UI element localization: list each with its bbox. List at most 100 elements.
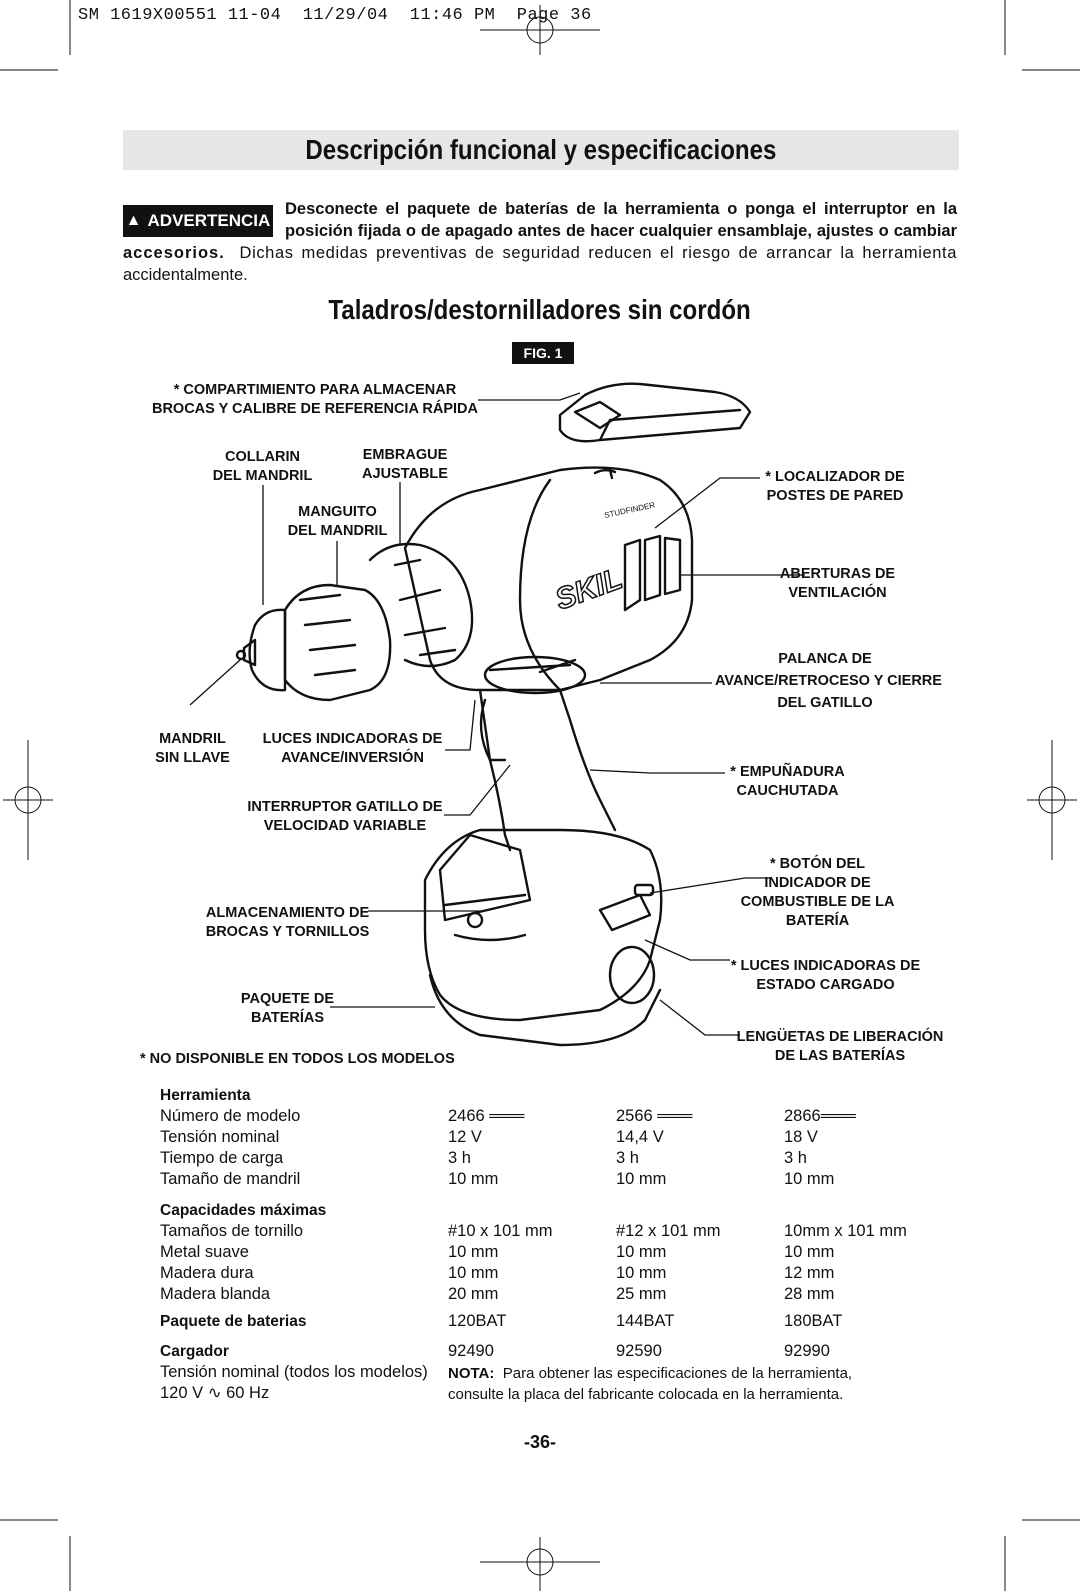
- spec-tool-value: 10 mm: [784, 1170, 835, 1188]
- spec-tool-value: 2466 ═══: [448, 1107, 525, 1125]
- spec-tool-value: 2866═══: [784, 1107, 856, 1125]
- spec-note: NOTA: Para obtener las especificaciones …: [448, 1362, 852, 1405]
- spec-charger-v2: 92990: [784, 1342, 830, 1360]
- spec-cap-value: #10 x 101 mm: [448, 1222, 553, 1240]
- label-trigger: INTERRUPTOR GATILLO DE VELOCIDAD VARIABL…: [247, 799, 443, 834]
- spec-charger-v0: 92490: [448, 1342, 494, 1360]
- spec-tool-rows: Número de modelo 2466 ═══ 2566 ═══ 2866═══ T…: [160, 1106, 960, 1190]
- spec-tool-value: 10 mm: [616, 1170, 667, 1188]
- spec-tool-label: Tamaño de mandril: [160, 1170, 301, 1188]
- studfinder-logo: STUDFINDER: [604, 500, 657, 520]
- spec-note-bold: NOTA:: [448, 1365, 495, 1382]
- spec-tool-label: Tensión nominal: [160, 1128, 280, 1146]
- label-battery-pack: PAQUETE DE BATERÍAS: [240, 991, 335, 1026]
- spec-cap-label: Metal suave: [160, 1243, 249, 1261]
- label-direction-lever: PALANCA DE AVANCE/RETROCESO Y CIERRE DEL…: [715, 651, 942, 711]
- spec-note-text-1: Para obtener las especificaciones de la …: [502, 1365, 853, 1382]
- spec-cap-value: 25 mm: [616, 1285, 667, 1303]
- spec-note-line-2: consulte la placa del fabricante colocad…: [448, 1386, 844, 1403]
- label-fuel-button: * BOTÓN DEL INDICADOR DE COMBUSTIBLE DE …: [740, 856, 895, 929]
- spec-charger-voltage-value: 120 V ∿ 60 Hz: [160, 1384, 270, 1402]
- page-number: -36-: [523, 1432, 556, 1452]
- spec-tool-value: 3 h: [448, 1149, 471, 1167]
- spec-cap-value: #12 x 101 mm: [616, 1222, 721, 1240]
- spec-note-line-1: NOTA: Para obtener las especificaciones …: [448, 1363, 852, 1384]
- spec-tool-value: 12 V: [448, 1128, 482, 1146]
- brand-logo: SKIL: [551, 562, 627, 616]
- spec-battery-row: Paquete de baterias 120BAT 144BAT 180BAT: [160, 1311, 960, 1332]
- spec-tool-value: 2566 ═══: [616, 1107, 693, 1125]
- warning-text-bold: Desconecte el paquete de baterías de la …: [285, 198, 957, 242]
- spec-tool-row: Número de modelo 2466 ═══ 2566 ═══ 2866═══: [160, 1106, 960, 1127]
- spec-cap-value: 10 mm: [784, 1243, 835, 1261]
- spec-cap-header: Capacidades máximas: [160, 1202, 327, 1219]
- label-not-available: * NO DISPONIBLE EN TODOS LOS MODELOS: [140, 1051, 455, 1067]
- spec-tool-row: Tiempo de carga 3 h 3 h 3 h: [160, 1148, 960, 1169]
- warning-badge-label: ADVERTENCIA: [147, 211, 271, 230]
- label-charge-lights: * LUCES INDICADORAS DE ESTADO CARGADO: [730, 958, 921, 993]
- warning-triangle-icon: ▲: [125, 212, 142, 229]
- spec-cap-value: 28 mm: [784, 1285, 835, 1303]
- spec-cap-value: 10 mm: [616, 1243, 667, 1261]
- spec-cap-row: Tamaños de tornillo #10 x 101 mm #12 x 101…: [160, 1221, 960, 1242]
- spec-battery-v2: 180BAT: [784, 1312, 843, 1330]
- label-fwd-rev-lights: LUCES INDICADORAS DE AVANCE/INVERSIÓN: [262, 731, 443, 766]
- spec-cap-value: 10 mm: [448, 1264, 499, 1282]
- label-clutch: EMBRAGUE AJUSTABLE: [362, 447, 448, 482]
- spec-tool-value: 3 h: [616, 1149, 639, 1167]
- warning-line-3: accesorios. Dichas medidas preventivas d…: [123, 242, 957, 264]
- warning-line-2: posición fijada o de apagado antes de ha…: [285, 222, 957, 240]
- label-release-tabs: LENGÜETAS DE LIBERACIÓN DE LAS BATERÍAS: [736, 1029, 944, 1064]
- spec-battery-label: Paquete de baterias: [160, 1313, 307, 1330]
- spec-cap-value: 12 mm: [784, 1264, 835, 1282]
- spec-charger-label: Cargador: [160, 1343, 229, 1360]
- subtitle-text: Taladros/destornilladores sin cordón: [328, 294, 752, 325]
- spec-tool-label: Tiempo de carga: [160, 1149, 284, 1167]
- spec-cap-value: 20 mm: [448, 1285, 499, 1303]
- print-slug: SM 1619X00551 11-04 11/29/04 11:46 PM Pa…: [78, 6, 592, 25]
- spec-cap-label: Madera blanda: [160, 1285, 271, 1303]
- spec-charger-row: Cargador 92490 92590 92990: [160, 1341, 960, 1362]
- spec-tool-label: Número de modelo: [160, 1107, 301, 1125]
- label-chuck-sleeve: MANGUITO DEL MANDRIL: [287, 504, 388, 539]
- label-grip: * EMPUÑADURA CAUCHUTADA: [730, 764, 845, 799]
- warning-line-3-bold: accesorios.: [123, 244, 225, 262]
- spec-battery-v0: 120BAT: [448, 1312, 507, 1330]
- spec-tool-row: Tensión nominal 12 V 14,4 V 18 V: [160, 1127, 960, 1148]
- spec-tool-value: 3 h: [784, 1149, 807, 1167]
- label-vents: ABERTURAS DE VENTILACIÓN: [779, 566, 896, 601]
- spec-cap-label: Madera dura: [160, 1264, 254, 1282]
- warning-line-1: Desconecte el paquete de baterías de la …: [285, 200, 957, 218]
- specs-table: Herramienta Número de modelo 2466 ═══ 2566…: [160, 1085, 960, 1405]
- spec-tool-row: Tamaño de mandril 10 mm 10 mm 10 mm: [160, 1169, 960, 1190]
- label-chuck-collar: COLLARIN DEL MANDRIL: [212, 449, 313, 484]
- spec-charger-voltage: Tensión nominal (todos los modelos) 120 …: [160, 1362, 448, 1405]
- spec-cap-rows: Tamaños de tornillo #10 x 101 mm #12 x 101…: [160, 1221, 960, 1305]
- warning-line-3-rest: Dichas medidas preventivas de seguridad …: [239, 244, 958, 262]
- subtitle: Taladros/destornilladores sin cordón: [0, 294, 1080, 326]
- spec-cap-value: 10 mm: [616, 1264, 667, 1282]
- spec-cap-row: Madera dura 10 mm 10 mm 12 mm: [160, 1263, 960, 1284]
- spec-charger-v1: 92590: [616, 1342, 662, 1360]
- section-title: Descripción funcional y especificaciones: [305, 134, 777, 165]
- label-stud-locator: * LOCALIZADOR DE POSTES DE PARED: [765, 469, 905, 504]
- spec-cap-row: Madera blanda 20 mm 25 mm 28 mm: [160, 1284, 960, 1305]
- spec-tool-value: 18 V: [784, 1128, 818, 1146]
- spec-tool-header: Herramienta: [160, 1087, 251, 1104]
- spec-battery-v1: 144BAT: [616, 1312, 675, 1330]
- figure-badge: FIG. 1: [512, 342, 574, 364]
- label-keyless-chuck: MANDRIL SIN LLAVE: [155, 731, 230, 766]
- spec-charger-voltage-row: Tensión nominal (todos los modelos) 120 …: [160, 1362, 960, 1405]
- spec-charger-voltage-label: Tensión nominal (todos los modelos): [160, 1363, 428, 1381]
- spec-tool-value: 14,4 V: [616, 1128, 664, 1146]
- warning-line-4: accidentalmente.: [123, 266, 248, 284]
- label-storage-compartment: * COMPARTIMIENTO PARA ALMACENAR BROCAS Y…: [151, 382, 479, 417]
- warning-badge: ▲ ADVERTENCIA: [123, 205, 273, 237]
- spec-tool-value: 10 mm: [448, 1170, 499, 1188]
- label-bit-storage: ALMACENAMIENTO DE BROCAS Y TORNILLOS: [205, 905, 370, 940]
- section-title-bar: Descripción funcional y especificaciones: [123, 130, 959, 170]
- spec-cap-label: Tamaños de tornillo: [160, 1222, 304, 1240]
